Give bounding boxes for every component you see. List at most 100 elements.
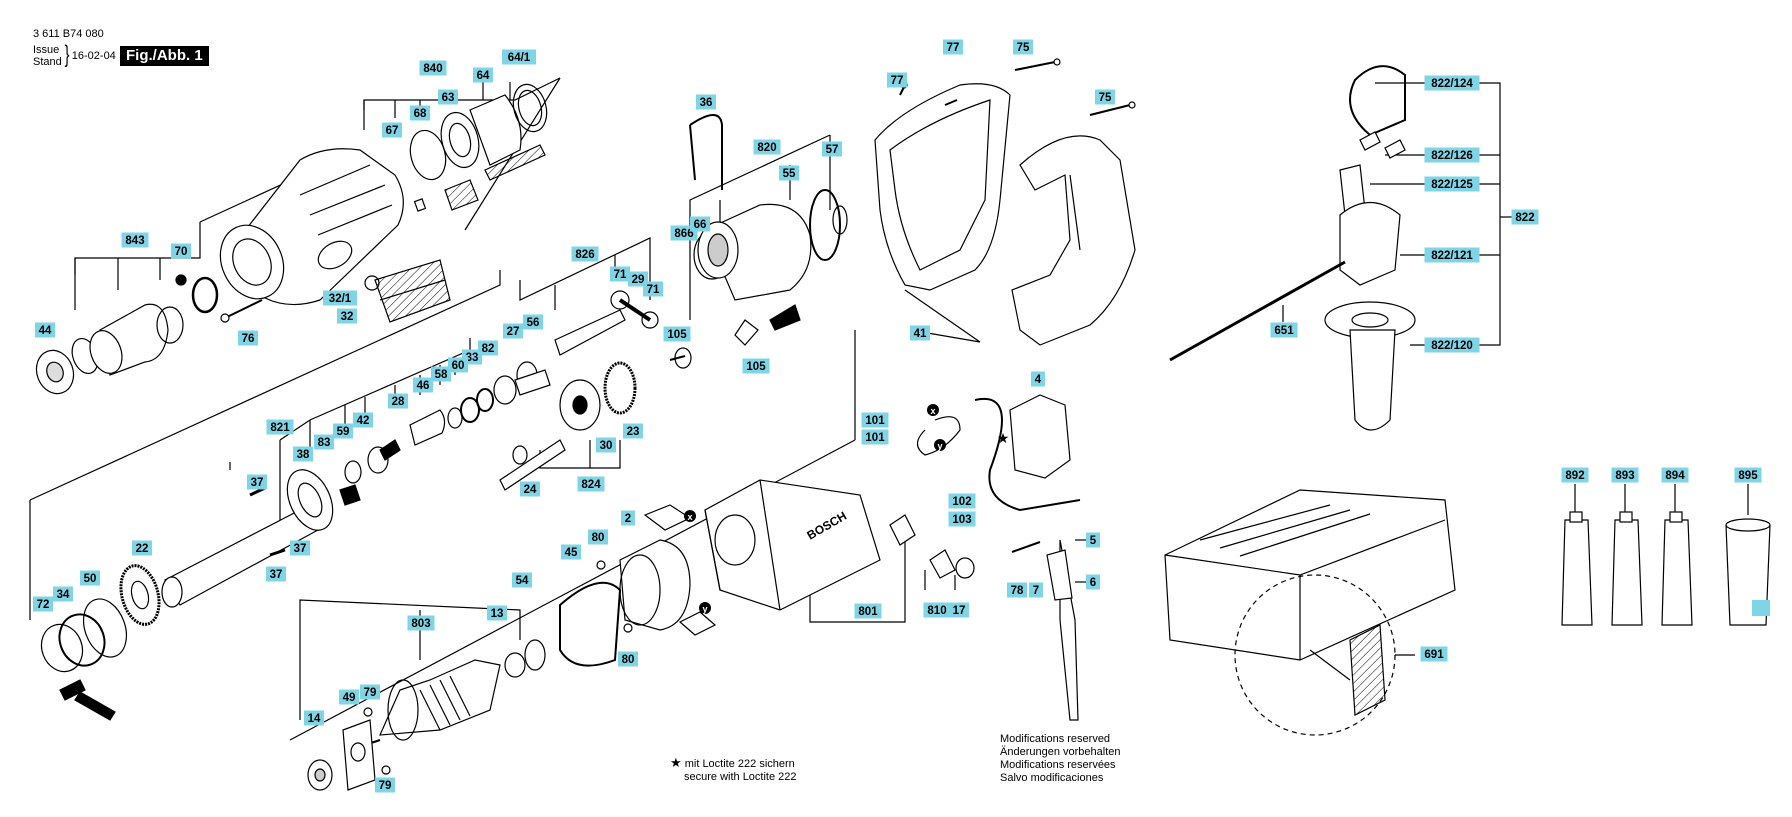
svg-text:23: 23	[627, 426, 640, 438]
svg-text:70: 70	[175, 246, 188, 258]
svg-text:105: 105	[746, 361, 766, 373]
svg-text:822: 822	[1515, 212, 1534, 224]
svg-text:80: 80	[592, 532, 605, 544]
part-label-71a: 71	[610, 266, 630, 282]
svg-text:822/120: 822/120	[1431, 340, 1473, 352]
part-label-46: 46	[413, 377, 433, 393]
part-label-80b: 80	[618, 651, 638, 667]
svg-text:822/121: 822/121	[1431, 250, 1473, 262]
part-label-101b: 101	[861, 429, 889, 445]
svg-text:66: 66	[694, 219, 707, 231]
svg-text:42: 42	[357, 415, 370, 427]
marker-x-motor: x	[684, 510, 696, 522]
svg-text:y: y	[937, 441, 942, 451]
svg-text:840: 840	[423, 63, 442, 75]
svg-text:24: 24	[524, 484, 537, 496]
svg-text:58: 58	[435, 369, 448, 381]
svg-text:101: 101	[865, 415, 885, 427]
part-label-821: 821	[266, 419, 294, 435]
svg-text:54: 54	[516, 575, 529, 587]
svg-text:64/1: 64/1	[508, 52, 531, 64]
part-label-6: 6	[1086, 574, 1100, 590]
part-label-83: 83	[314, 434, 334, 450]
svg-text:13: 13	[491, 608, 504, 620]
part-label-14: 14	[304, 710, 324, 726]
loctite-star-icon: ★	[670, 755, 682, 770]
part-label-41: 41	[910, 325, 930, 341]
svg-text:22: 22	[136, 543, 149, 555]
part-label-70: 70	[171, 243, 191, 259]
part-label-822-124: 822/124	[1424, 75, 1480, 91]
part-label-34: 34	[53, 586, 73, 602]
svg-text:866: 866	[674, 228, 693, 240]
part-label-824: 824	[577, 476, 605, 492]
part-label-68: 68	[410, 105, 430, 121]
loctite-star-marker: ★	[997, 431, 1010, 447]
part-label-32: 32	[337, 308, 357, 324]
part-label-843: 843	[121, 232, 149, 248]
part-label-59: 59	[333, 423, 353, 439]
svg-text:34: 34	[57, 589, 70, 601]
stand-label: Stand	[33, 56, 62, 68]
modifications-fr: Modifications reservées	[1000, 759, 1116, 771]
part-label-810: 810	[923, 602, 951, 618]
svg-text:33: 33	[466, 352, 479, 364]
svg-text:77: 77	[891, 75, 904, 87]
part-label-44: 44	[35, 322, 55, 338]
motor-housing: BOSCH	[704, 479, 881, 611]
part-label-66: 66	[690, 216, 710, 232]
part-label-28: 28	[388, 393, 408, 409]
svg-text:28: 28	[392, 396, 405, 408]
part-label-64-1: 64/1	[502, 49, 536, 65]
part-label-27: 27	[503, 323, 523, 339]
modifications-en: Modifications reserved	[1000, 733, 1111, 745]
part-label-78: 78	[1007, 582, 1027, 598]
part-label-55: 55	[779, 165, 799, 181]
part-label-60: 60	[448, 357, 468, 373]
figure-label: Fig./Abb. 1	[120, 46, 209, 66]
svg-text:76: 76	[242, 333, 255, 345]
part-label-651: 651	[1270, 322, 1298, 338]
svg-text:37: 37	[270, 569, 283, 581]
svg-text:32: 32	[341, 311, 354, 323]
part-label-57: 57	[822, 141, 842, 157]
svg-text:60: 60	[452, 360, 465, 372]
part-label-840: 840	[419, 60, 447, 76]
svg-text:822/124: 822/124	[1431, 78, 1473, 90]
part-label-822: 822	[1511, 209, 1539, 225]
part-label-22: 22	[132, 540, 152, 556]
part-label-7: 7	[1029, 582, 1043, 598]
svg-text:45: 45	[565, 547, 578, 559]
svg-text:843: 843	[125, 235, 144, 247]
svg-text:4: 4	[1035, 374, 1042, 386]
svg-text:5: 5	[1090, 535, 1097, 547]
part-label-82: 82	[478, 340, 498, 356]
carrying-case	[1164, 489, 1456, 736]
svg-text:63: 63	[442, 92, 455, 104]
part-label-75a: 75	[1013, 39, 1033, 55]
svg-text:57: 57	[826, 144, 839, 156]
svg-text:75: 75	[1099, 92, 1112, 104]
svg-text:38: 38	[297, 449, 310, 461]
part-label-36: 36	[696, 94, 716, 110]
drawing-part-number: 3 611 B74 080	[33, 28, 104, 40]
svg-text:79: 79	[379, 780, 392, 792]
part-label-103: 103	[948, 511, 976, 527]
part-label-71b: 71	[643, 281, 663, 297]
part-label-58: 58	[431, 366, 451, 382]
svg-text:102: 102	[952, 496, 971, 508]
svg-text:651: 651	[1274, 325, 1294, 337]
svg-text:50: 50	[84, 573, 97, 585]
gear-housing	[219, 148, 404, 306]
part-label-822-126: 822/126	[1424, 147, 1480, 163]
svg-text:68: 68	[414, 108, 427, 120]
part-label-56: 56	[523, 314, 543, 330]
part-label-50: 50	[80, 570, 100, 586]
svg-text:64: 64	[477, 70, 490, 82]
part-label-63: 63	[438, 89, 458, 105]
part-label-72: 72	[33, 596, 53, 612]
part-label-826: 826	[571, 246, 599, 262]
